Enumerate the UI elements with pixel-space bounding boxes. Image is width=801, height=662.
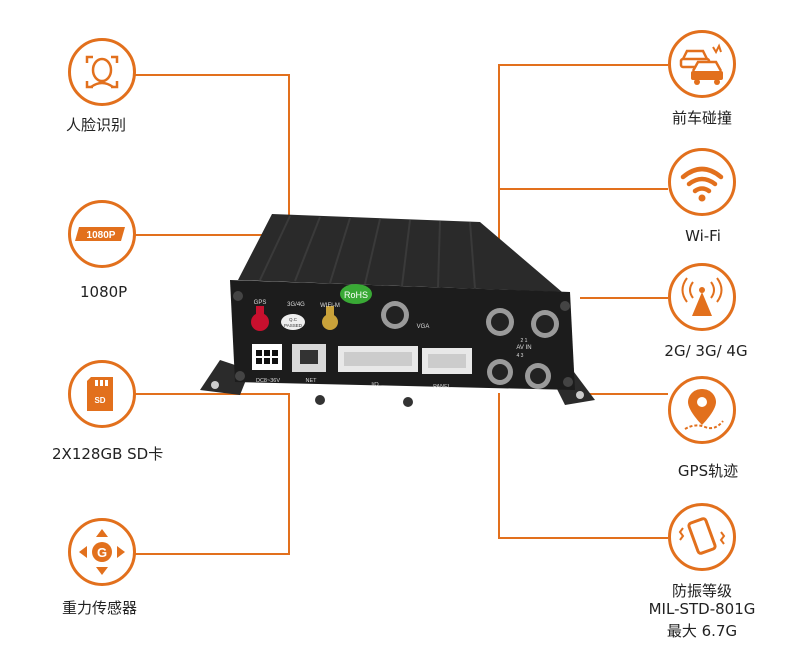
- connector-line: [570, 393, 668, 395]
- vibration-phone-icon: [668, 503, 736, 571]
- connector-line: [498, 64, 500, 240]
- antenna-icon: [668, 263, 736, 331]
- feature-label: 1080P: [80, 283, 128, 301]
- connector-line: [580, 297, 668, 299]
- connector-line: [135, 74, 290, 76]
- channel-2-1-label: 2 1: [521, 338, 528, 344]
- feature-label: GPS轨迹: [677, 462, 739, 480]
- sd-badge-text: SD: [94, 396, 105, 405]
- mdvr-device: Q.C PASSED RoHS GPS 3G/4G WIFI-M VGA 2 1…: [180, 210, 610, 420]
- connector-line: [288, 393, 290, 554]
- connector-line: [498, 64, 668, 66]
- wifi-port-label: WIFI-M: [320, 303, 340, 309]
- panel-port-label: PANEL: [433, 384, 451, 390]
- passed-label: PASSED: [284, 323, 303, 328]
- feature-label: 重力传感器: [62, 599, 138, 617]
- connector-line: [498, 393, 500, 538]
- net-port-label: NET: [306, 378, 318, 384]
- channel-4-3-label: 4 3: [517, 353, 524, 359]
- qc-label: Q.C: [289, 317, 298, 322]
- feature-label-line2: MIL-STD-801G: [648, 600, 756, 618]
- av-in-label: AV IN: [516, 345, 531, 351]
- connector-line: [135, 393, 290, 395]
- sd-card-icon: SD: [68, 360, 136, 428]
- feature-label: 2X128GB SD卡: [52, 445, 164, 463]
- gps-port-label: GPS: [254, 300, 267, 306]
- feature-label: Wi-Fi: [685, 227, 721, 245]
- connector-line: [288, 74, 290, 220]
- feature-label: 2G/ 3G/ 4G: [664, 342, 748, 360]
- connector-line: [498, 188, 668, 190]
- feature-label-line3: 最大 6.7G: [666, 622, 738, 640]
- connector-line: [498, 537, 668, 539]
- gps-pin-icon: [668, 376, 736, 444]
- 1080p-badge-icon: 1080P: [68, 200, 136, 268]
- car-collision-icon: [668, 30, 736, 98]
- 1080p-badge-text: 1080P: [87, 230, 116, 241]
- feature-label: 人脸识别: [66, 116, 127, 134]
- g-badge-text: G: [97, 545, 107, 560]
- rohs-label: RoHS: [344, 290, 368, 300]
- 3g4g-port-label: 3G/4G: [287, 302, 305, 308]
- vga-port-label: VGA: [417, 324, 430, 330]
- power-port-label: DC8~36V: [256, 378, 280, 384]
- feature-label: 防振等级: [671, 582, 733, 600]
- connector-line: [135, 234, 290, 236]
- io-port-label: I/O: [371, 382, 379, 388]
- feature-label: 前车碰撞: [671, 109, 733, 127]
- g-sensor-icon: G: [68, 518, 136, 586]
- connector-line: [135, 553, 290, 555]
- wifi-icon: [668, 148, 736, 216]
- device-illustration: Q.C PASSED RoHS GPS 3G/4G WIFI-M VGA 2 1…: [200, 214, 595, 407]
- face-recognition-icon: [68, 38, 136, 106]
